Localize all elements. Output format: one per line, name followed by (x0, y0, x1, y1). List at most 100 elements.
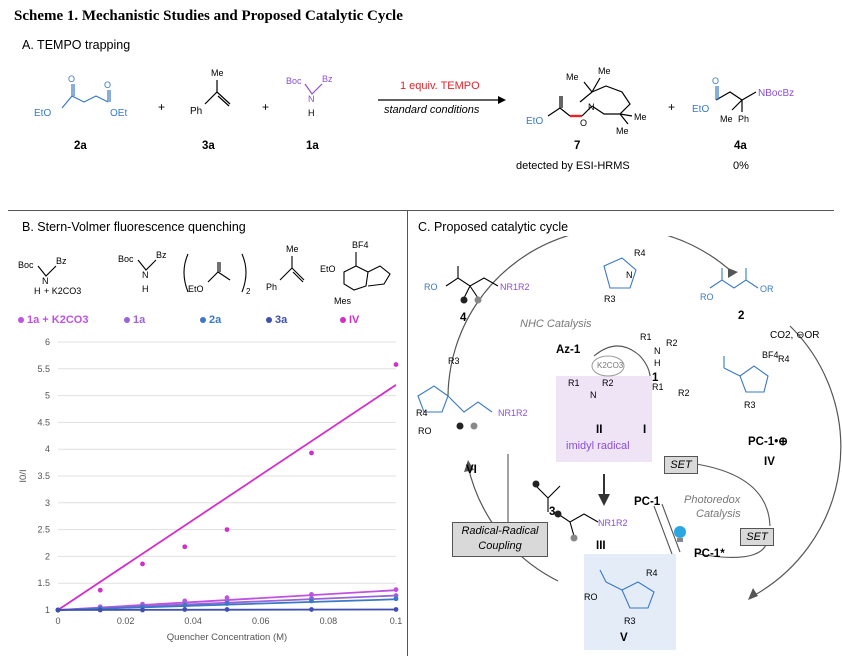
data-point-iv (140, 561, 145, 567)
label-2a: 2a (74, 140, 87, 152)
struct-h-1: H (654, 358, 661, 368)
struct-r2-i: R2 (678, 388, 690, 398)
qb-boc1: Boc (18, 260, 34, 270)
legend-dot (340, 317, 346, 324)
plus-3: + (668, 100, 675, 114)
text-me-7a: Me (566, 72, 579, 82)
text-eto-2a: EtO (34, 108, 51, 119)
text-ph-3a: Ph (190, 106, 202, 117)
text-me-7d: Me (634, 112, 647, 122)
qb-me: Me (286, 244, 299, 254)
qb-sub2: 2 (246, 287, 251, 296)
struct-ro-2: RO (700, 292, 714, 302)
struct-r4-az: R4 (634, 248, 646, 258)
species-I: I (643, 424, 647, 436)
radical-coupling-box: Radical-Radical Coupling (452, 522, 548, 557)
text-o-4a: O (712, 76, 719, 86)
species-1: 1 (652, 372, 659, 384)
qb-boc2: Boc (118, 254, 134, 264)
legend-dot (266, 317, 272, 324)
catalytic-cycle: N R4 R3 RO OR RO NR1R2 NR1R2 NR1R2 R1 R2… (416, 236, 842, 650)
imidyl-box (556, 376, 652, 462)
panel-a-title: A. TEMPO trapping (22, 38, 131, 52)
plus-1: + (158, 100, 165, 114)
struct-r4-iv: R4 (778, 354, 790, 364)
y-tick-label: 2 (45, 551, 50, 561)
struct-nr1r2-iii: NR1R2 (598, 518, 628, 528)
species-V: V (620, 632, 628, 644)
struct-r3-iv: R3 (744, 400, 756, 410)
imidyl-label: imidyl radical (566, 440, 630, 452)
qb-n1: N (42, 276, 49, 286)
compound-3a-structure (204, 80, 231, 107)
label-3a: 3a (202, 140, 215, 152)
data-point-iv (393, 362, 399, 367)
compound-4a-structure (715, 91, 757, 112)
qb-h1: H (34, 286, 41, 296)
text-oet-2a: OEt (110, 108, 127, 119)
data-point-iv (224, 527, 230, 532)
qb-mes: Mes (334, 296, 352, 306)
struct-or-2: OR (760, 284, 774, 294)
struct-ro-4: RO (424, 282, 438, 292)
struct-ro-vi: RO (418, 426, 432, 436)
data-point-1a-k2co3 (309, 592, 314, 597)
struct-r4-vi: R4 (416, 408, 428, 418)
plus-2: + (262, 100, 269, 114)
struct-r2-ii: R2 (602, 378, 614, 388)
legend-dot (124, 317, 130, 324)
struct-nr1r2-vi: NR1R2 (498, 408, 528, 418)
text-bz-1a: Bz (322, 74, 333, 84)
text-ph-4a: Ph (738, 114, 749, 124)
panel-divider-vertical (407, 210, 408, 656)
species-pc1: PC-1 (634, 496, 661, 508)
struct-r1-1: R1 (640, 332, 652, 342)
struct-nr1r2-4: NR1R2 (500, 282, 530, 292)
y-tick-label: 1.5 (37, 578, 50, 588)
legend-dot (18, 317, 24, 324)
set-box-1: SET (664, 456, 698, 474)
data-point-3a (182, 607, 188, 612)
text-h-1a: H (308, 108, 315, 118)
label-1a: 1a (306, 140, 319, 152)
rr-line1: Radical-Radical (461, 525, 539, 537)
legend-1a-k2co3: 1a + K2CO3 (18, 314, 88, 326)
x-tick-label: 0.04 (184, 616, 202, 626)
yield-4a: 0% (733, 160, 749, 172)
text-boc-1a: Boc (286, 76, 302, 86)
panel-c-title: C. Proposed catalytic cycle (418, 220, 569, 234)
text-me-7b: Me (598, 66, 611, 76)
species-2: 2 (738, 310, 745, 322)
text-eto-7: EtO (526, 116, 543, 127)
data-point-1a-k2co3 (393, 587, 399, 593)
y-tick-label: 3 (45, 498, 50, 508)
x-tick-label: 0 (55, 616, 60, 626)
k2co3-circle (591, 355, 625, 377)
reagent-tempo: 1 equiv. TEMPO (400, 80, 480, 92)
label-7: 7 (574, 140, 581, 152)
lightbulb-icon (674, 526, 686, 538)
set-box-2: SET (740, 528, 774, 546)
y-tick-label: 2.5 (37, 525, 50, 535)
data-point-3a (140, 607, 145, 613)
rr-line2: Coupling (478, 540, 522, 552)
struct-r3-v: R3 (624, 616, 636, 626)
qb-n2: N (142, 270, 149, 280)
struct-bf4-iv: BF4 (762, 350, 779, 360)
data-point-3a (309, 607, 314, 612)
nhc-catalysis-label: NHC Catalysis (520, 318, 592, 330)
data-point-iv (182, 544, 188, 550)
qb-bf4: BF4 (352, 240, 369, 250)
detected-note: detected by ESI-HRMS (516, 160, 630, 172)
species-III: III (596, 540, 606, 552)
legend-dot (200, 317, 206, 324)
text-o-7: O (580, 118, 587, 128)
text-n-7: N (588, 102, 595, 112)
reagent-conditions: standard conditions (384, 104, 480, 116)
qb-eto-iv: EtO (320, 264, 336, 274)
y-tick-label: 6 (45, 337, 50, 347)
compound-1a-structure (304, 83, 323, 95)
struct-r3-az: R3 (604, 294, 616, 304)
compound-7-structure (547, 77, 633, 125)
species-4: 4 (460, 312, 467, 324)
